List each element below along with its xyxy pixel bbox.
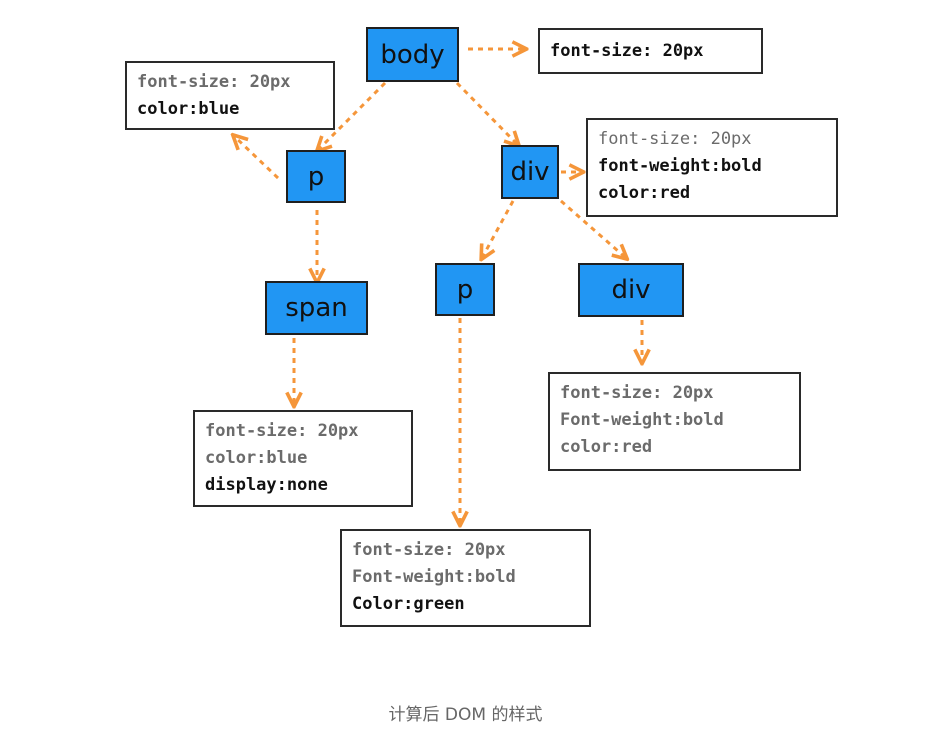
style-line: font-size: 20px [205, 421, 359, 441]
style-line: display:none [205, 475, 328, 495]
arrow-body-to-div [455, 81, 518, 145]
node-p-child: p [435, 263, 495, 316]
style-line: font-weight:bold [598, 156, 762, 176]
style-line: font-size: 20px [137, 72, 291, 92]
arrow-div-to-p [482, 200, 515, 258]
style-box-p: font-size: 20px color:blue [125, 61, 335, 130]
style-box-div-child: font-size: 20px Font-weight:bold color:r… [548, 372, 801, 471]
node-span: span [265, 281, 368, 335]
style-box-span: font-size: 20px color:blue display:none [193, 410, 413, 507]
node-div: div [501, 145, 559, 199]
style-box-p-child: font-size: 20px Font-weight:bold Color:g… [340, 529, 591, 627]
style-line: font-size: 20px [598, 129, 752, 149]
arrow-div-to-div [560, 199, 626, 258]
arrow-p-to-style [234, 136, 280, 180]
style-line: color:red [560, 437, 653, 457]
style-line: Color:green [352, 594, 465, 614]
style-line: Font-weight:bold [560, 410, 724, 430]
style-line: font-size: 20px [352, 540, 506, 560]
style-box-div: font-size: 20px font-weight:bold color:r… [586, 118, 838, 217]
style-line: font-size: 20px [560, 383, 714, 403]
style-line: font-size: 20px [550, 41, 704, 61]
node-p: p [286, 150, 346, 203]
style-line: color:red [598, 183, 691, 203]
figure-caption: 计算后 DOM 的样式 [388, 705, 543, 725]
node-div-child: div [578, 263, 684, 317]
style-line: color:blue [137, 99, 240, 119]
style-line: Font-weight:bold [352, 567, 516, 587]
style-box-body: font-size: 20px [538, 28, 763, 74]
node-body: body [366, 27, 459, 82]
style-line: color:blue [205, 448, 308, 468]
